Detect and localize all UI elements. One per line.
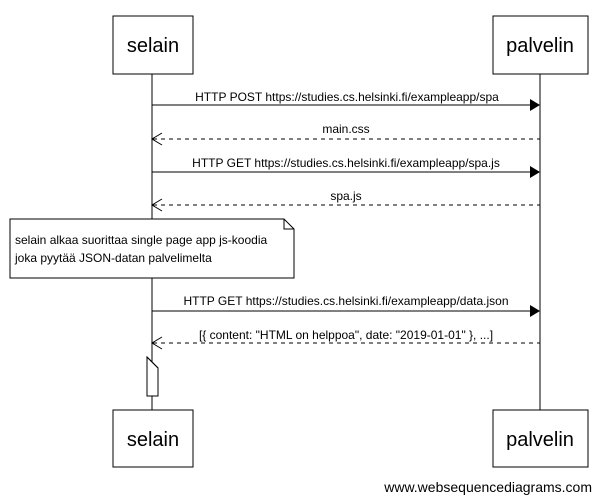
message-spa-js-label: spa.js bbox=[330, 189, 361, 203]
empty-note bbox=[146, 355, 159, 397]
actor-server-bottom-label: palvelin bbox=[506, 429, 574, 451]
actor-browser-top-label: selain bbox=[127, 35, 179, 57]
watermark[interactable]: www.websequencediagrams.com bbox=[383, 479, 592, 495]
actor-server-top: palvelin bbox=[492, 15, 589, 75]
message-get-spa-js: HTTP GET https://studies.cs.helsinki.fi/… bbox=[152, 156, 540, 178]
actor-server-bottom: palvelin bbox=[492, 409, 589, 468]
message-main-css: main.css bbox=[151, 122, 540, 146]
message-json-response-label: [{ content: "HTML on helppoa", date: "20… bbox=[199, 328, 493, 342]
message-spa-js: spa.js bbox=[151, 189, 540, 212]
message-get-data-json: HTTP GET https://studies.cs.helsinki.fi/… bbox=[152, 294, 540, 317]
message-json-response: [{ content: "HTML on helppoa", date: "20… bbox=[151, 328, 540, 350]
note-box: selain alkaa suorittaa single page app j… bbox=[9, 218, 295, 279]
actor-browser-bottom: selain bbox=[112, 409, 194, 468]
message-get-spa-js-label: HTTP GET https://studies.cs.helsinki.fi/… bbox=[192, 156, 500, 170]
actor-browser-top: selain bbox=[112, 15, 194, 75]
actor-server-top-label: palvelin bbox=[506, 35, 574, 57]
message-main-css-label: main.css bbox=[322, 122, 369, 136]
message-get-data-json-label: HTTP GET https://studies.cs.helsinki.fi/… bbox=[183, 294, 508, 308]
message-post-spa: HTTP POST https://studies.cs.helsinki.fi… bbox=[152, 90, 540, 111]
note-line-2: joka pyytää JSON-datan palvelimelta bbox=[14, 251, 212, 265]
message-post-spa-label: HTTP POST https://studies.cs.helsinki.fi… bbox=[195, 90, 499, 104]
actor-browser-bottom-label: selain bbox=[127, 429, 179, 451]
note-line-1: selain alkaa suorittaa single page app j… bbox=[15, 233, 267, 247]
